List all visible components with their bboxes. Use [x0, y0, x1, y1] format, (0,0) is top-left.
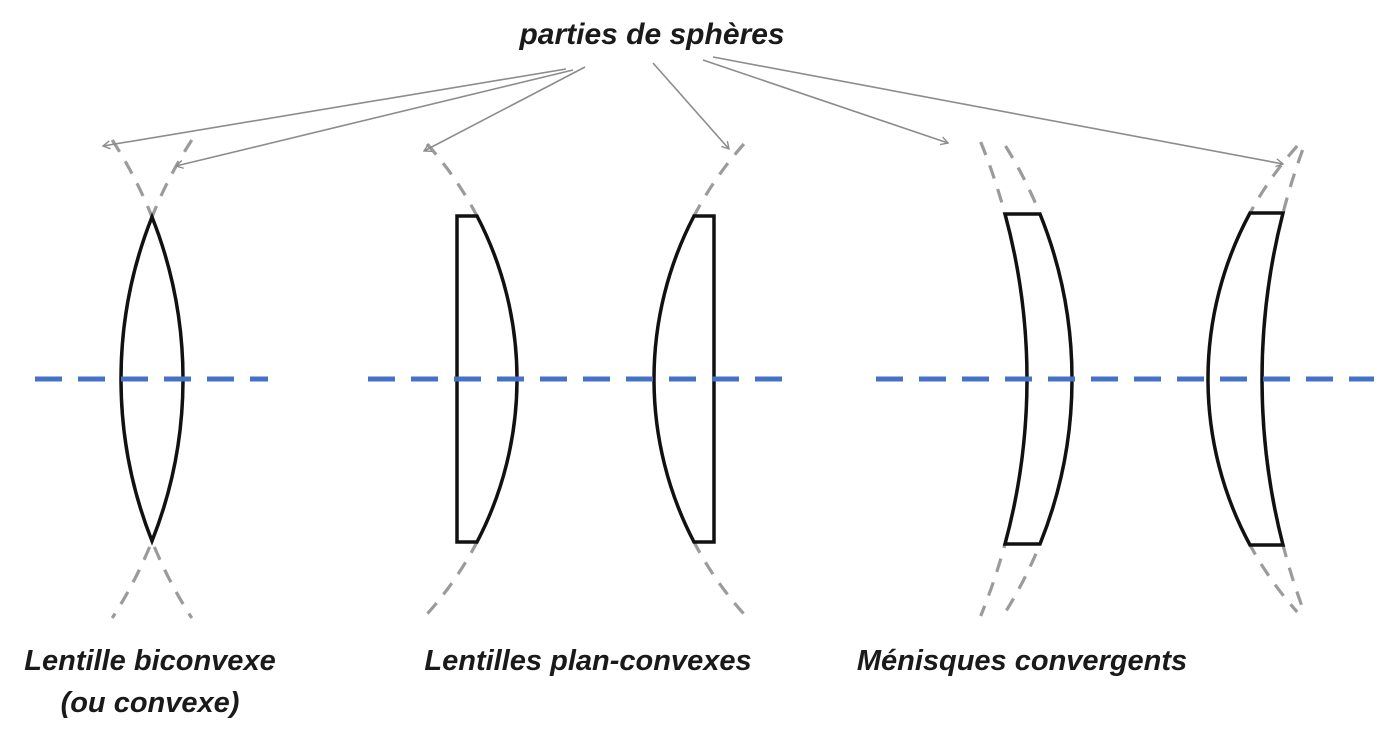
caption-plan-convex: Lentilles plan-convexes — [424, 645, 751, 677]
caption-biconvex-line2: (ou convexe) — [61, 687, 240, 719]
arrow-to-meniscus2-arc — [712, 56, 1283, 164]
arrow-to-biconvex-right-arc — [103, 68, 567, 146]
caption-meniscus: Ménisques convergents — [857, 645, 1187, 677]
diagram-title: parties de sphères — [518, 18, 784, 51]
annotation-arrows-group — [103, 56, 1283, 166]
arrow-to-planconvex1-arc — [424, 66, 586, 151]
lenses-group — [119, 211, 1286, 547]
caption-biconvex-line1: Lentille biconvexe — [24, 645, 275, 677]
plano-convex-lens-flat-left — [455, 214, 519, 544]
arrow-to-planconvex2-arc — [652, 62, 729, 149]
converging-meniscus-lens-1 — [1002, 212, 1074, 546]
arrow-to-biconvex-left-arc — [176, 69, 574, 166]
biconvex-lens — [119, 212, 185, 546]
arrow-to-meniscus1-arc — [702, 59, 948, 143]
